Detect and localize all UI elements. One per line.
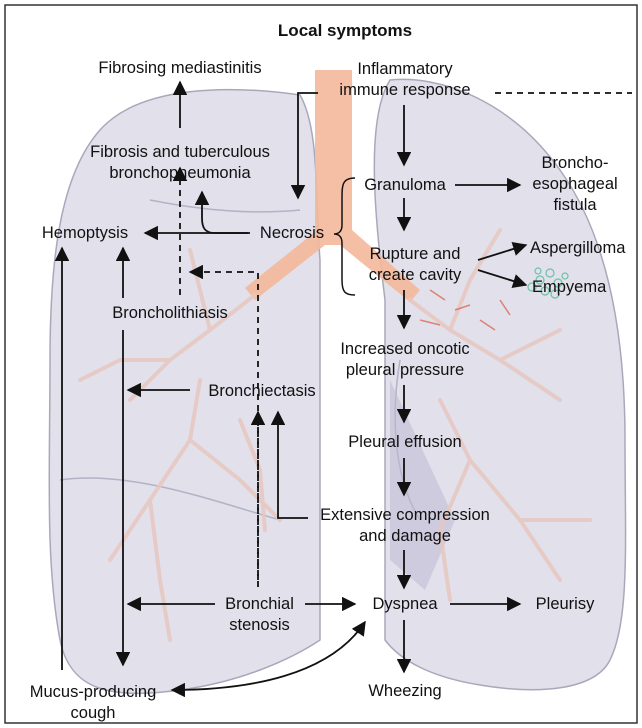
rupture-cavity-label: Rupture and create cavity xyxy=(350,244,480,286)
necrosis-label: Necrosis xyxy=(252,223,332,244)
broncho-line-2: esophageal xyxy=(520,174,630,195)
inflammatory-response-label: Inflammatory immune response xyxy=(320,59,490,101)
pleural-effusion-label: Pleural effusion xyxy=(330,432,480,453)
broncholithiasis-label: Broncholithiasis xyxy=(90,303,250,324)
stenosis-line-1: Bronchial xyxy=(212,594,307,615)
granuloma-label: Granuloma xyxy=(355,175,455,196)
oncotic-line-1: Increased oncotic xyxy=(320,339,490,360)
compression-line-2: and damage xyxy=(305,526,505,547)
empyema-label: Empyema xyxy=(532,277,632,298)
broncho-line-3: fistula xyxy=(520,195,630,216)
mucus-line-1: Mucus-producing xyxy=(18,682,168,703)
stenosis-line-2: stenosis xyxy=(212,615,307,636)
rupture-line-1: Rupture and xyxy=(350,244,480,265)
mucus-line-2: cough xyxy=(18,703,168,724)
broncho-esophageal-fistula-label: Broncho- esophageal fistula xyxy=(520,153,630,216)
fibrosing-mediastinitis-label: Fibrosing mediastinitis xyxy=(80,58,280,79)
rupture-line-2: create cavity xyxy=(350,265,480,286)
hemoptysis-label: Hemoptysis xyxy=(30,223,140,244)
fibrosis-line-2: bronchopneumonia xyxy=(70,163,290,184)
pleurisy-label: Pleurisy xyxy=(525,594,605,615)
inflammatory-line-1: Inflammatory xyxy=(320,59,490,80)
oncotic-line-2: pleural pressure xyxy=(320,360,490,381)
bronchiectasis-label: Bronchiectasis xyxy=(192,381,332,402)
broncho-line-1: Broncho- xyxy=(520,153,630,174)
diagram-title: Local symptoms xyxy=(270,20,420,41)
dyspnea-label: Dyspnea xyxy=(360,594,450,615)
aspergilloma-label: Aspergilloma xyxy=(530,238,638,259)
extensive-compression-label: Extensive compression and damage xyxy=(305,505,505,547)
inflammatory-line-2: immune response xyxy=(320,80,490,101)
compression-line-1: Extensive compression xyxy=(305,505,505,526)
bronchial-stenosis-label: Bronchial stenosis xyxy=(212,594,307,636)
fibrosis-label: Fibrosis and tuberculous bronchopneumoni… xyxy=(70,142,290,184)
mucus-cough-label: Mucus-producing cough xyxy=(18,682,168,724)
oncotic-pressure-label: Increased oncotic pleural pressure xyxy=(320,339,490,381)
fibrosis-line-1: Fibrosis and tuberculous xyxy=(70,142,290,163)
wheezing-label: Wheezing xyxy=(350,681,460,702)
